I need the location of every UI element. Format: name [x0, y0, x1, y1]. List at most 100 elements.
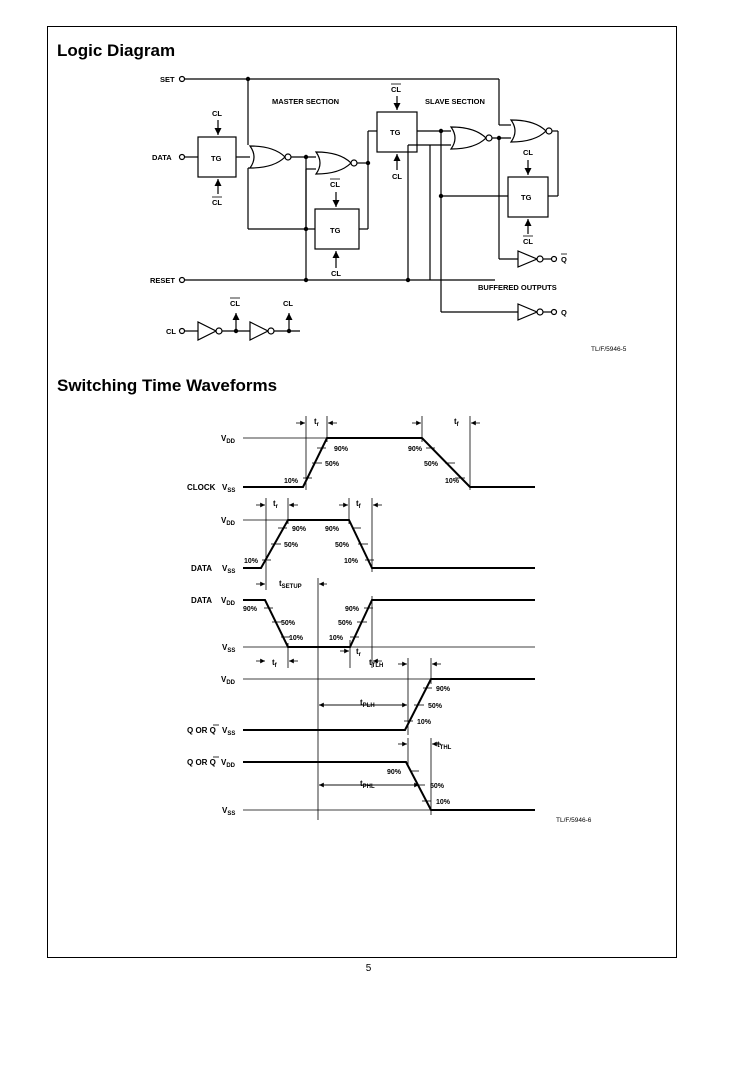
q-fall-10: 10% — [436, 799, 451, 806]
tg1-clbar-label: CL — [212, 198, 222, 207]
junction-dots — [233, 76, 502, 334]
data2-vdd-label: VDD — [221, 596, 236, 607]
tg4-label: TG — [521, 193, 532, 202]
tg1-cl-label: CL — [212, 109, 222, 118]
ttlh-label: tTLH — [369, 658, 383, 669]
data-waveform-1 — [243, 519, 535, 569]
q-fall-90: 90% — [387, 769, 402, 776]
data-label: DATA — [152, 153, 172, 162]
data1-rise-50: 50% — [284, 542, 299, 549]
logic-diagram-title: Logic Diagram — [57, 41, 176, 60]
q-output-terminal — [550, 308, 558, 316]
q-rise-50: 50% — [428, 703, 443, 710]
waveform-labels: VDD CLOCK VSS VDD DATA VSS DATA VDD VSS … — [187, 434, 236, 817]
q-falling-guides — [243, 738, 535, 815]
tphl-label: tPHL — [360, 779, 375, 790]
data1-vss-label: VSS — [222, 564, 235, 575]
percent-labels: 90% 50% 10% 90% 50% 10% 90% 50% 10% 90% … — [243, 446, 460, 806]
data2-rise-90: 90% — [345, 606, 360, 613]
clock-vdd-label: VDD — [221, 434, 236, 445]
data1-rise-90: 90% — [292, 526, 307, 533]
data2-fall-90: 90% — [243, 606, 258, 613]
clock-tr-label: tr — [314, 417, 320, 428]
data2-tr-label: tr — [356, 647, 362, 658]
q-falling-signal-label: Q OR Q — [187, 758, 216, 767]
nor-gate-3 — [449, 126, 487, 150]
clock-rise-90: 90% — [334, 446, 349, 453]
buffer-inverter-q — [517, 303, 539, 321]
tg2-label: TG — [330, 226, 341, 235]
chain-cl-label: CL — [283, 299, 293, 308]
page-number: 5 — [365, 963, 372, 974]
cl-input-label: CL — [166, 327, 176, 336]
tg-gate-2 — [314, 208, 360, 250]
data1-fall-50: 50% — [335, 542, 350, 549]
data2-fall-10: 10% — [289, 635, 304, 642]
clock-fall-10: 10% — [445, 478, 460, 485]
nor-gate-1 — [248, 145, 286, 169]
data1-vdd-label: VDD — [221, 516, 236, 527]
clock-buffer-chain — [178, 313, 300, 341]
qbar-output-terminal — [550, 255, 558, 263]
buffer-inverter-qbar — [517, 250, 539, 268]
data1-signal-label: DATA — [191, 564, 212, 573]
tplh-label: tPLH — [360, 698, 375, 709]
tg4-clbar-label: CL — [523, 237, 533, 246]
q-falling-vdd-label: VDD — [221, 758, 236, 769]
data1-rise-10: 10% — [244, 558, 259, 565]
data2-guides — [243, 578, 535, 820]
clock-rise-10: 10% — [284, 478, 299, 485]
data1-guides — [243, 498, 382, 590]
data1-fall-90: 90% — [325, 526, 340, 533]
data2-signal-label: DATA — [191, 596, 212, 605]
nor-gate-2 — [314, 151, 352, 175]
reset-line — [178, 144, 495, 284]
chain-clbar-label: CL — [230, 299, 240, 308]
clock-fall-90: 90% — [408, 446, 423, 453]
clock-tf-label: tf — [454, 417, 460, 428]
data2-fall-50: 50% — [281, 620, 296, 627]
q-rise-90: 90% — [436, 686, 451, 693]
q-rising-vdd-label: VDD — [221, 675, 236, 686]
tg4-cl-label: CL — [523, 148, 533, 157]
tg3-cl-label: CL — [392, 172, 402, 181]
clock-signal-label: CLOCK — [187, 483, 216, 492]
slave-section-label: SLAVE SECTION — [425, 97, 485, 106]
clock-fall-50: 50% — [424, 461, 439, 468]
set-label: SET — [160, 75, 175, 84]
data-line — [178, 153, 198, 161]
waveform-figure-ref: TL/F/5946-6 — [556, 817, 592, 824]
data1-tr-label: tr — [273, 499, 279, 510]
q-output-label: Q — [561, 308, 567, 317]
q-rising-waveform — [243, 678, 535, 731]
set-line — [178, 75, 511, 145]
q-fall-50: 50% — [430, 783, 445, 790]
data2-vss-label: VSS — [222, 643, 235, 654]
data1-tf-label: tf — [356, 499, 362, 510]
timing-labels: tr tf tr tf tSETUP tf tr tTLH tPLH tTHL … — [272, 417, 460, 790]
tg3-label: TG — [390, 128, 401, 137]
waveforms — [243, 416, 535, 820]
nor-gate-4 — [509, 119, 547, 143]
clock-vss-label: VSS — [222, 483, 235, 494]
tg2-cl-label: CL — [331, 269, 341, 278]
data2-tf-label: tf — [272, 658, 278, 669]
tg3-clbar-label: CL — [391, 85, 401, 94]
tg1-label: TG — [211, 154, 222, 163]
q-rising-guides — [243, 658, 441, 735]
reset-label: RESET — [150, 276, 175, 285]
q-falling-vss-label: VSS — [222, 806, 235, 817]
logic-labels: SET DATA RESET CL CL CL TG CL CL TG CL C… — [150, 75, 567, 336]
master-section-label: MASTER SECTION — [272, 97, 339, 106]
tsetup-label: tSETUP — [279, 579, 302, 590]
buffered-outputs-label: BUFFERED OUTPUTS — [478, 283, 557, 292]
tg-gate-4 — [507, 176, 549, 218]
data2-rise-50: 50% — [338, 620, 353, 627]
logic-figure-ref: TL/F/5946-5 — [591, 346, 627, 353]
tg-gate-3 — [376, 111, 418, 153]
q-rising-signal-label: Q OR Q — [187, 726, 216, 735]
data2-rise-10: 10% — [329, 635, 344, 642]
tg2-clbar-label: CL — [330, 180, 340, 189]
q-rising-vss-label: VSS — [222, 726, 235, 737]
